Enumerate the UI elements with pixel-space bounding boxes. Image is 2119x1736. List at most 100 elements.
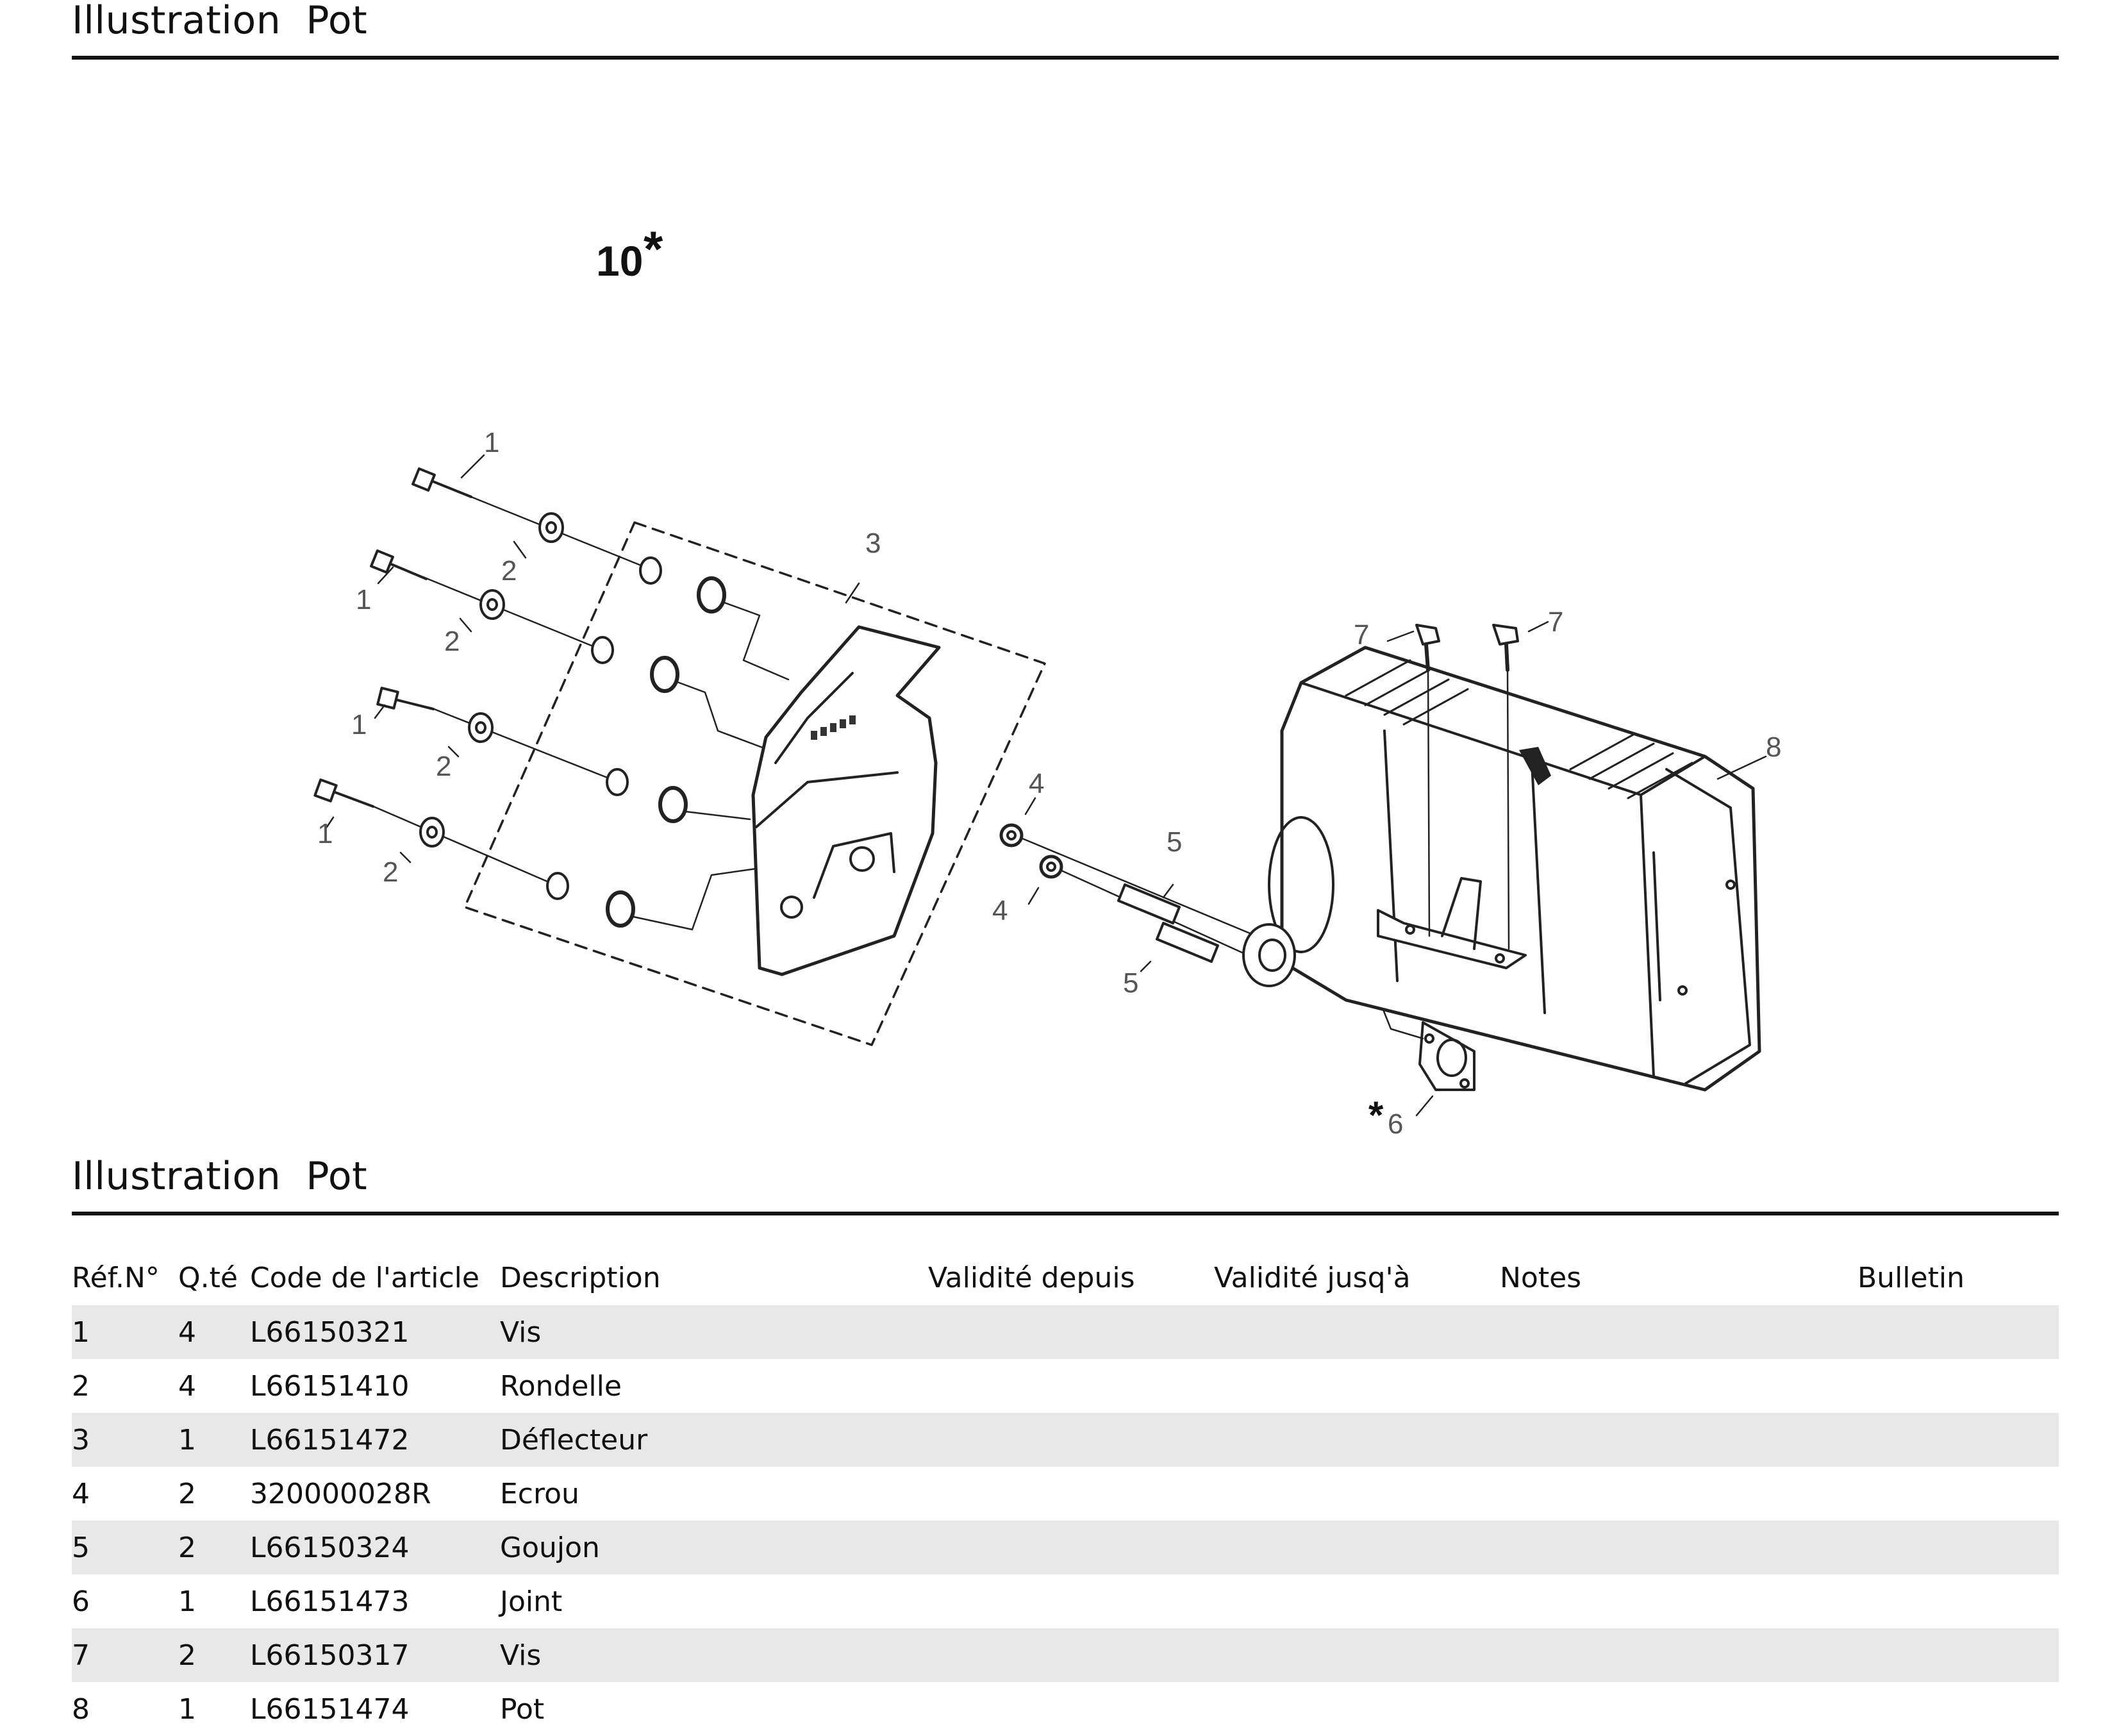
cell-notes xyxy=(1500,1305,1857,1359)
stud-upper xyxy=(1117,883,1181,924)
cell-notes xyxy=(1500,1521,1857,1574)
cell-ref: 3 xyxy=(72,1413,178,1467)
cell-qty: 1 xyxy=(178,1585,196,1618)
cell-valid-to xyxy=(1214,1359,1500,1413)
cell-valid-from xyxy=(928,1682,1214,1736)
cell-notes xyxy=(1500,1359,1857,1413)
cell-qty: 1 xyxy=(178,1413,250,1467)
callout-1c: 1 xyxy=(351,709,367,740)
cell-bulletin xyxy=(1857,1413,2059,1467)
cell-qty: 1 xyxy=(178,1692,196,1726)
callout-2a: 2 xyxy=(501,555,517,587)
callout-3: 3 xyxy=(865,528,881,559)
gasket-marker: * xyxy=(1368,1094,1384,1137)
cell-valid-to xyxy=(1214,1521,1500,1574)
bolt-row-4 xyxy=(313,778,758,931)
cell-description: Déflecteur xyxy=(500,1413,928,1467)
stud-lower xyxy=(1156,922,1219,963)
cell-code: L66150324 xyxy=(250,1521,500,1574)
header-notes: Notes xyxy=(1500,1261,1582,1294)
cell-ref: 2 xyxy=(72,1369,90,1403)
parts-table: Réf.N° Q.té Code de l'article Descriptio… xyxy=(72,1250,2059,1736)
cell-code: L66151472 xyxy=(250,1413,500,1467)
cell-code: L66151473 xyxy=(250,1585,410,1618)
cell-valid-from xyxy=(928,1574,1214,1628)
cell-valid-from xyxy=(928,1413,1214,1467)
cell-notes xyxy=(1500,1574,1857,1628)
callout-8: 8 xyxy=(1766,731,1781,763)
cell-bulletin xyxy=(1857,1521,2059,1574)
cell-qty: 4 xyxy=(178,1305,250,1359)
callout-5a: 5 xyxy=(1167,826,1182,858)
muffler xyxy=(1242,646,1761,1092)
cell-valid-from xyxy=(928,1467,1214,1521)
cell-bulletin xyxy=(1857,1574,2059,1628)
muffler-bolt-right xyxy=(1492,624,1519,950)
cell-qty: 4 xyxy=(178,1369,196,1403)
exploded-parts-diagram: 10 * xyxy=(313,221,1781,1140)
table-header-row: Réf.N° Q.té Code de l'article Descriptio… xyxy=(72,1250,2059,1305)
bolt-row-1 xyxy=(411,467,790,681)
callout-5b: 5 xyxy=(1123,967,1138,999)
cell-ref: 1 xyxy=(72,1305,178,1359)
header-qty: Q.té xyxy=(178,1261,238,1294)
cell-code: L66150317 xyxy=(250,1628,500,1682)
cell-notes xyxy=(1500,1628,1857,1682)
cell-valid-to xyxy=(1214,1628,1500,1682)
cell-valid-to xyxy=(1214,1413,1500,1467)
cell-description: Pot xyxy=(500,1692,545,1726)
cell-valid-from xyxy=(928,1359,1214,1413)
callout-4a: 4 xyxy=(1029,768,1044,799)
cell-qty: 2 xyxy=(178,1628,250,1682)
callout-2b: 2 xyxy=(444,626,460,657)
table-row: 2 4 L66151410 Rondelle xyxy=(72,1359,2059,1413)
cell-notes xyxy=(1500,1682,1857,1736)
cell-valid-to xyxy=(1214,1682,1500,1736)
assembly-marker: * xyxy=(644,221,663,277)
cell-valid-from xyxy=(928,1305,1214,1359)
cell-description: Vis xyxy=(500,1628,928,1682)
cell-valid-from xyxy=(928,1521,1214,1574)
header-code: Code de l'article xyxy=(250,1261,479,1294)
cell-code: 320000028R xyxy=(250,1477,431,1510)
gasket xyxy=(1274,960,1475,1091)
title-underline xyxy=(72,56,2059,60)
callout-6: 6 xyxy=(1388,1108,1403,1140)
cell-ref: 7 xyxy=(72,1628,178,1682)
header-valid-from: Validité depuis xyxy=(928,1261,1135,1294)
callout-1a: 1 xyxy=(484,427,499,458)
cell-description: Rondelle xyxy=(500,1369,622,1403)
cell-bulletin xyxy=(1857,1682,2059,1736)
cell-bulletin xyxy=(1857,1359,2059,1413)
exhaust-flange xyxy=(1242,923,1296,987)
callout-7a: 7 xyxy=(1354,619,1369,651)
callout-4b: 4 xyxy=(992,895,1008,926)
cell-code: L66150321 xyxy=(250,1305,500,1359)
callout-1d: 1 xyxy=(317,818,333,849)
cell-code: L66151410 xyxy=(250,1369,410,1403)
header-bulletin: Bulletin xyxy=(1857,1261,1965,1294)
cell-valid-from xyxy=(928,1628,1214,1682)
cell-qty: 2 xyxy=(178,1521,250,1574)
cell-ref: 8 xyxy=(72,1692,90,1726)
cell-valid-to xyxy=(1214,1305,1500,1359)
table-section-underline xyxy=(72,1212,2059,1215)
page-title: Illustration Pot xyxy=(72,0,368,43)
callout-1b: 1 xyxy=(356,584,371,615)
cell-bulletin xyxy=(1857,1467,2059,1521)
muffler-bolt-left xyxy=(1415,624,1440,937)
table-section-title: Illustration Pot xyxy=(72,1154,368,1199)
cell-valid-to xyxy=(1214,1574,1500,1628)
cell-valid-to xyxy=(1214,1467,1500,1521)
header-ref: Réf.N° xyxy=(72,1261,160,1294)
cell-qty: 2 xyxy=(178,1477,196,1510)
cell-ref: 6 xyxy=(72,1585,90,1618)
cell-description: Ecrou xyxy=(500,1477,579,1510)
cell-notes xyxy=(1500,1467,1857,1521)
